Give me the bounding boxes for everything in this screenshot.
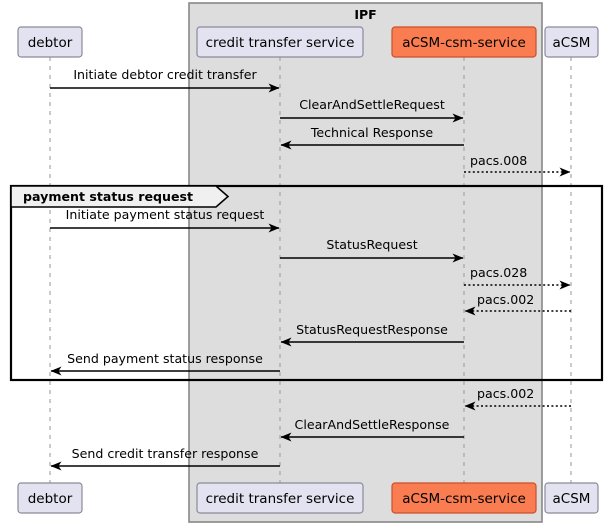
message-label-m2: ClearAndSettleRequest [299, 97, 445, 112]
participant-label-cts: credit transfer service [206, 35, 355, 51]
participant-acsm-bottom[interactable]: aCSM [544, 482, 599, 514]
ipf-group-title: IPF [354, 7, 376, 22]
message-label-m8: pacs.002 [477, 292, 534, 307]
participant-box-debtor[interactable] [17, 26, 83, 58]
participant-box-cts[interactable] [196, 482, 364, 514]
participant-cts-bottom[interactable]: credit transfer service [196, 482, 364, 514]
participant-label-debtor: debtor [28, 491, 73, 507]
payment-status-request-fragment: payment status request [9, 184, 604, 382]
message-label-m10: Send payment status response [67, 351, 263, 366]
message-label-m1: Initiate debtor credit transfer [73, 67, 257, 82]
fragment-label-text: payment status request [23, 189, 193, 204]
participant-box-acsm[interactable] [544, 482, 599, 514]
message-label-m9: StatusRequestResponse [296, 322, 448, 337]
participant-box-acsm[interactable] [544, 26, 599, 58]
participant-label-acsm-csm: aCSM-csm-service [402, 491, 526, 507]
participant-acsm-csm-bottom[interactable]: aCSM-csm-service [391, 482, 537, 514]
ipf-group-box [188, 2, 543, 523]
message-label-m5: Initiate payment status request [66, 207, 265, 222]
message-label-m13: Send credit transfer response [72, 446, 259, 461]
participant-label-acsm: aCSM [553, 35, 591, 51]
participant-acsm-csm-top[interactable]: aCSM-csm-service [391, 26, 537, 58]
fragment-label-tab [10, 185, 230, 208]
ipf-group: IPF [188, 2, 543, 523]
participant-box-cts[interactable] [196, 26, 364, 58]
participant-debtor-top[interactable]: debtor [17, 26, 83, 58]
participant-label-acsm-csm: aCSM-csm-service [402, 35, 526, 51]
message-label-m6: StatusRequest [326, 237, 417, 252]
message-label-m12: ClearAndSettleResponse [295, 417, 450, 432]
participant-box-acsm-csm[interactable] [391, 482, 537, 514]
fragment-border [9, 184, 604, 382]
participant-acsm-top[interactable]: aCSM [544, 26, 599, 58]
message-label-m3: Technical Response [310, 125, 434, 140]
participant-cts-top[interactable]: credit transfer service [196, 26, 364, 58]
message-label-m7: pacs.028 [470, 265, 527, 280]
participants-layer: debtor debtor credit transfer service credi… [17, 26, 599, 514]
message-label-m11: pacs.002 [477, 386, 534, 401]
participant-debtor-bottom[interactable]: debtor [17, 482, 83, 514]
lifelines-layer [49, 57, 572, 483]
message-label-m4: pacs.008 [470, 153, 527, 168]
messages-layer: Initiate debtor credit transferClearAndS… [50, 67, 571, 471]
participant-box-acsm-csm[interactable] [391, 26, 537, 58]
participant-label-debtor: debtor [28, 35, 73, 51]
participant-box-debtor[interactable] [17, 482, 83, 514]
participant-label-acsm: aCSM [553, 491, 591, 507]
participant-label-cts: credit transfer service [206, 491, 355, 507]
